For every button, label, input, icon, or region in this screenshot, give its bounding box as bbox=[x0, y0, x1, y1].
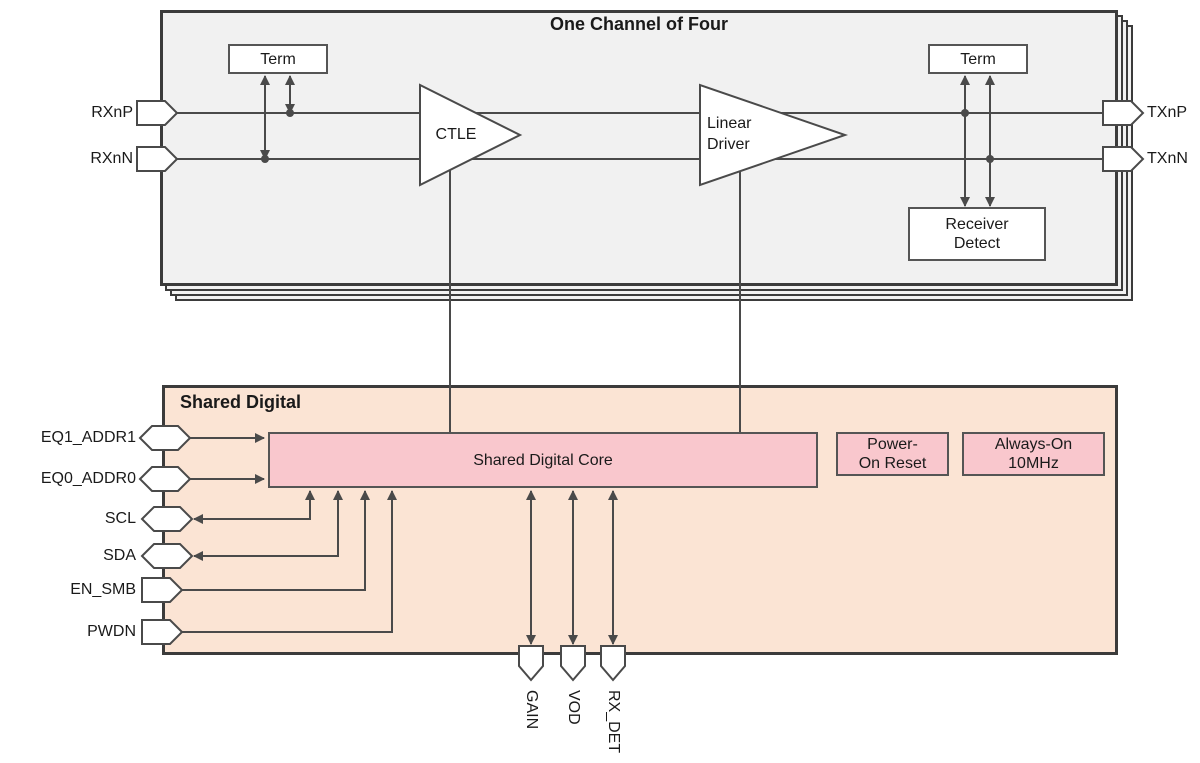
sda-pin-label: SDA bbox=[103, 547, 136, 564]
pwdn-pin-label: PWDN bbox=[87, 623, 136, 640]
power-on-reset-label-line2: On Reset bbox=[858, 455, 927, 472]
sda-wire bbox=[193, 490, 343, 561]
term-right-box: Term bbox=[928, 44, 1028, 74]
rx-det-pin bbox=[600, 645, 626, 682]
always-on-label-line2: 10MHz bbox=[1008, 455, 1059, 472]
term-right-label: Term bbox=[960, 50, 996, 68]
pwdn-pin bbox=[141, 619, 184, 645]
en-smb-pin-label: EN_SMB bbox=[70, 581, 136, 598]
junction-dot bbox=[986, 155, 994, 163]
scl-pin bbox=[140, 506, 194, 532]
linear-driver-label: Linear Driver bbox=[707, 113, 751, 155]
ctle-label: CTLE bbox=[435, 126, 477, 143]
txnn-pin bbox=[1102, 146, 1145, 172]
gain-pin bbox=[518, 645, 544, 682]
en-smb-wire bbox=[182, 490, 370, 591]
eq1-addr1-pin-label: EQ1_ADDR1 bbox=[40, 429, 136, 446]
rxnp-pin-label: RXnP bbox=[91, 104, 133, 121]
txnp-pin bbox=[1102, 100, 1145, 126]
en-smb-pin bbox=[141, 577, 184, 603]
term-left-label: Term bbox=[260, 50, 296, 68]
scl-pin-label: SCL bbox=[104, 510, 136, 527]
rx-det-pin-label: RX_DET bbox=[605, 690, 622, 754]
receiver-detect-label-line2: Detect bbox=[953, 235, 1001, 252]
junction-dot bbox=[961, 109, 969, 117]
gain-pin-label: GAIN bbox=[523, 690, 540, 730]
ctle-amplifier-symbol bbox=[419, 83, 523, 187]
eq0-addr0-pin bbox=[138, 466, 192, 492]
junction-dot bbox=[261, 155, 269, 163]
power-on-reset-label-line1: Power- bbox=[867, 436, 918, 453]
vod-pin-label: VOD bbox=[565, 690, 582, 725]
receiver-detect-label-line1: Receiver bbox=[945, 216, 1009, 233]
always-on-label-line1: Always-On bbox=[994, 436, 1073, 453]
always-on-10mhz-box: Always-On 10MHz bbox=[962, 432, 1105, 476]
term-left-box: Term bbox=[228, 44, 328, 74]
eq0-addr0-pin-label: EQ0_ADDR0 bbox=[40, 470, 136, 487]
shared-digital-core-label: Shared Digital Core bbox=[473, 451, 613, 469]
power-on-reset-box: Power- On Reset bbox=[836, 432, 949, 476]
junction-dot bbox=[286, 109, 294, 117]
channel-block-title: One Channel of Four bbox=[550, 14, 728, 34]
rxnn-pin-label: RXnN bbox=[90, 150, 133, 167]
txnn-pin-label: TXnN bbox=[1147, 150, 1188, 167]
txnp-pin-label: TXnP bbox=[1147, 104, 1188, 121]
sda-pin bbox=[140, 543, 194, 569]
linear-driver-amplifier-symbol bbox=[699, 83, 849, 187]
scl-wire bbox=[193, 490, 315, 524]
receiver-detect-box: Receiver Detect bbox=[908, 207, 1046, 261]
vod-pin bbox=[560, 645, 586, 682]
linear-driver-label-line2: Driver bbox=[707, 136, 750, 153]
linear-driver-label-line1: Linear bbox=[707, 115, 752, 132]
rxnn-pin bbox=[136, 146, 179, 172]
shared-digital-title: Shared Digital bbox=[180, 392, 302, 412]
eq1-addr1-pin bbox=[138, 425, 192, 451]
pwdn-wire bbox=[182, 490, 397, 633]
rxnp-pin bbox=[136, 100, 179, 126]
shared-digital-core-box: Shared Digital Core bbox=[268, 432, 818, 488]
